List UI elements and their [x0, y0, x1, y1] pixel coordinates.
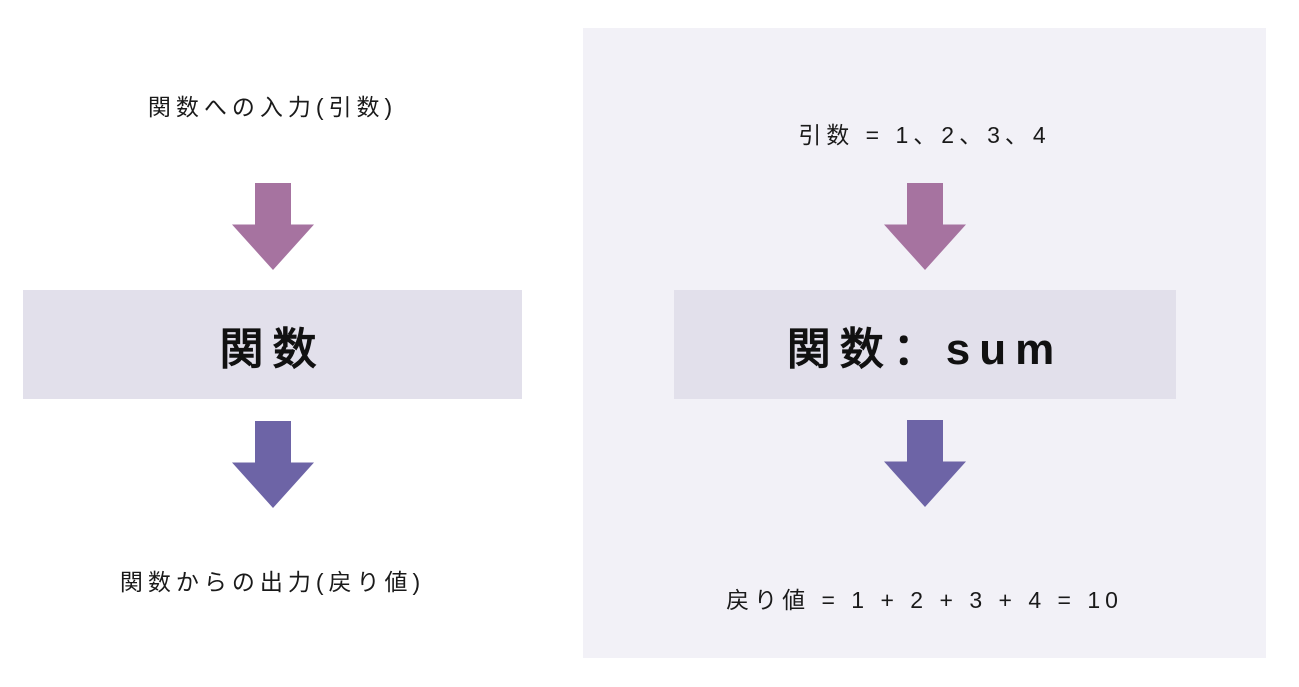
arguments-label: 引数 = 1、2、3、4 — [798, 122, 1051, 148]
down-arrow-shape — [231, 183, 314, 270]
function-box: 関数 — [23, 290, 522, 399]
return-value-label: 戻り値 = 1 + 2 + 3 + 4 = 10 — [726, 587, 1123, 613]
down-arrow-shape — [231, 421, 314, 508]
input-label: 関数への入力(引数) — [147, 94, 398, 120]
sum-example-panel: 引数 = 1、2、3、4 関数：sum 戻り値 = 1 + 2 + 3 + 4 … — [583, 28, 1266, 658]
down-arrow-icon — [883, 420, 966, 507]
down-arrow-icon — [231, 421, 314, 508]
sum-function-box: 関数：sum — [674, 290, 1176, 399]
output-label: 関数からの出力(戻り値) — [119, 569, 426, 595]
sum-function-box-label: 関数：sum — [786, 324, 1064, 374]
down-arrow-icon — [883, 183, 966, 270]
down-arrow-icon — [231, 183, 314, 270]
generic-function-diagram: 関数への入力(引数) 関数 関数からの出力(戻り値) — [23, 0, 522, 687]
down-arrow-shape — [883, 420, 966, 507]
down-arrow-shape — [883, 183, 966, 270]
function-box-label: 関数 — [219, 324, 326, 374]
